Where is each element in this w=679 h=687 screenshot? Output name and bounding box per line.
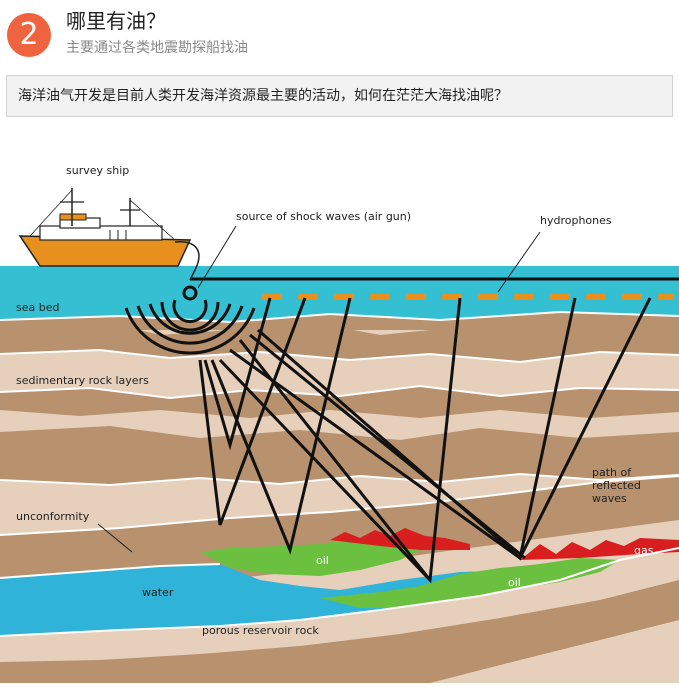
label-water: water [142,586,174,599]
rock-layer-7 [430,620,679,683]
section-title: 哪里有油？ [66,9,166,33]
label-path-3: waves [592,492,627,505]
oil-deposit-right [320,558,620,608]
label-leaders [97,225,541,553]
survey-ship [18,188,200,281]
label-sedimentary: sedimentary rock layers [16,374,149,387]
label-hydrophones: hydrophones [540,214,612,227]
label-unconformity: unconformity [16,510,90,523]
label-path-2: reflected [592,479,641,492]
rock-layer-5 [0,548,679,662]
intro-box: 海洋油气开发是目前人类开发海洋资源最主要的活动，如何在茫茫大海找油呢？ [6,75,673,117]
layer-boundaries [0,348,679,637]
label-sea-bed: sea bed [16,301,59,314]
label-shock-source: source of shock waves (air gun) [236,210,411,223]
sea-bed-sediment [0,312,679,330]
sea-bed-line [0,310,679,324]
reflected-wave-paths [198,297,652,584]
label-survey-ship: survey ship [66,164,129,177]
section-subtitle: 主要通过各类地震勘探船找油 [66,40,248,56]
gas-deposit-right [520,538,679,560]
rock-layer-3 [0,426,679,485]
oil-deposit-left [200,538,420,576]
label-oil-left: oil [316,554,329,567]
label-gas: gas [634,544,654,557]
step-number-badge: 2 [7,13,51,57]
label-porous: porous reservoir rock [202,624,319,637]
label-oil-right: oil [508,576,521,589]
rock-layer-6 [0,580,679,683]
shock-waves [124,285,256,355]
section-header: 2 哪里有油？ 主要通过各类地震勘探船找油 [0,0,679,70]
hydrophone-array [262,294,674,300]
seismic-survey-diagram: survey ship source of shock waves (air g… [0,140,679,683]
label-path-1: path of [592,466,632,479]
diagram-svg: survey ship source of shock waves (air g… [0,164,679,683]
